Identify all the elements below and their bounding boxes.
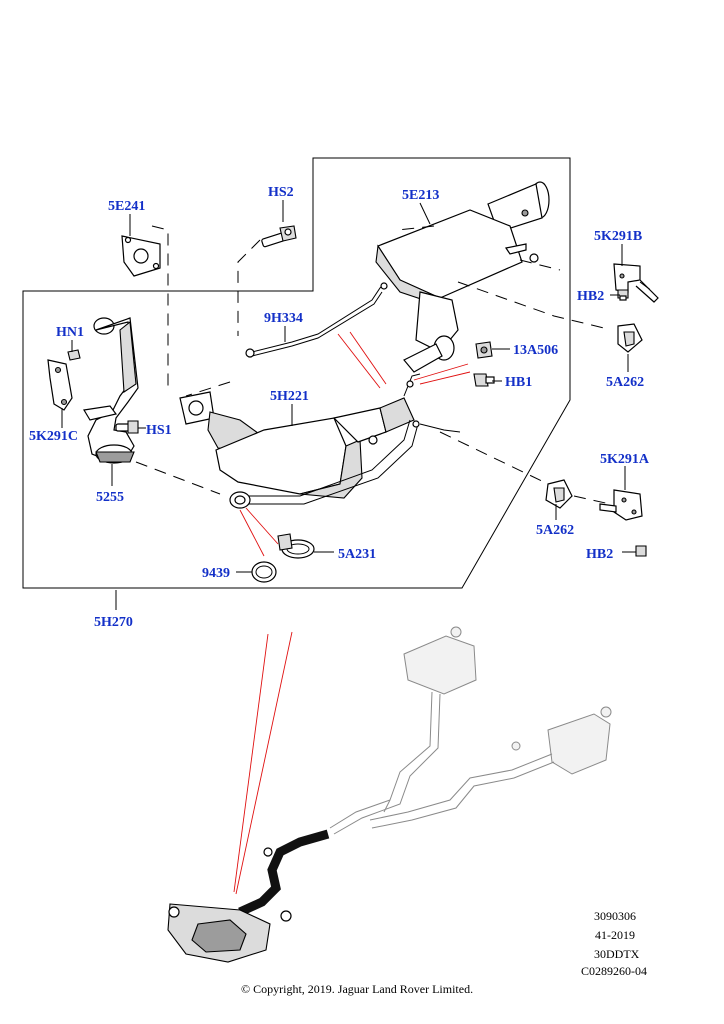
isolator-5A262-top: [617, 323, 643, 353]
callout-5E241[interactable]: 5E241: [108, 199, 145, 214]
callout-5H221[interactable]: 5H221: [270, 389, 309, 404]
callout-5255[interactable]: 5255: [96, 490, 124, 505]
nut-HN1: [67, 349, 81, 361]
sensor-13A506: [475, 341, 493, 359]
callout-HB2-top[interactable]: HB2: [577, 289, 604, 304]
dpf-5H221: [179, 373, 461, 509]
exhaust-system-overview: [167, 626, 612, 963]
stud-HS2: [261, 225, 297, 248]
callout-5A231[interactable]: 5A231: [338, 547, 376, 562]
copyright-notice: © Copyright, 2019. Jaguar Land Rover Lim…: [241, 982, 473, 996]
callout-HS1[interactable]: HS1: [146, 423, 172, 438]
callout-HN1[interactable]: HN1: [56, 325, 84, 340]
clamp-5A231: [277, 533, 315, 559]
diagram-catalog-code: C0289260-04: [581, 964, 647, 978]
callout-5A262-bottom[interactable]: 5A262: [536, 523, 574, 538]
diagram-id: 3090306: [594, 909, 636, 923]
callout-HS2[interactable]: HS2: [268, 185, 294, 200]
callout-5K291B[interactable]: 5K291B: [594, 229, 642, 244]
callout-5K291C[interactable]: 5K291C: [29, 429, 78, 444]
callout-5A262-top[interactable]: 5A262: [606, 375, 644, 390]
downpipe-5255: [83, 317, 139, 464]
callout-9439[interactable]: 9439: [202, 566, 230, 581]
callout-HB2-bottom[interactable]: HB2: [586, 547, 613, 562]
assembly-boundary-5H270: [22, 157, 571, 589]
bracket-5K291C: [47, 359, 73, 411]
bracket-5K291B: [613, 263, 659, 303]
bracket-5K291A: [599, 489, 643, 521]
callout-5E213[interactable]: 5E213: [402, 188, 439, 203]
bolt-HB2-bottom: [635, 545, 647, 557]
gasket-ring-9439: [251, 561, 277, 583]
leader-lines: [61, 200, 636, 610]
gasket-5E241: [121, 235, 161, 277]
diagram-engine-code: 30DDTX: [594, 947, 640, 961]
callout-5K291A[interactable]: 5K291A: [600, 452, 650, 467]
isolator-5A262-bottom: [545, 479, 573, 509]
pressure-pipe-9H334: [245, 282, 388, 358]
stud-HS1: [115, 420, 139, 434]
bolt-HB1: [473, 373, 495, 387]
red-indicator-lines: [233, 331, 471, 895]
muffler-5E213: [375, 181, 550, 373]
dashed-assembly-lines: [135, 225, 657, 505]
diagram-model-year: 41-2019: [595, 928, 635, 942]
callout-9H334[interactable]: 9H334: [264, 311, 303, 326]
callout-13A506[interactable]: 13A506: [513, 343, 558, 358]
callout-5H270[interactable]: 5H270: [94, 615, 133, 630]
callout-HB1[interactable]: HB1: [505, 375, 532, 390]
